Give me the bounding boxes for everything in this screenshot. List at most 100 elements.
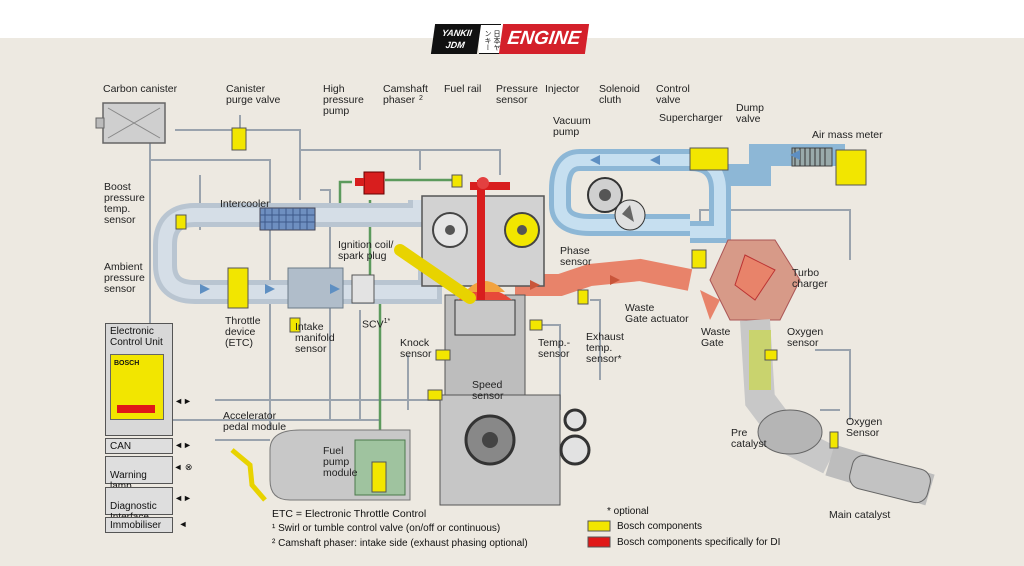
ecu-item-diagnostic-interface: Diagnostic Interface <box>105 487 173 523</box>
label-ignition-coil: Ignition coil/ spark plug <box>338 239 394 262</box>
label-vacuum-pump: Vacuum pump <box>553 115 591 138</box>
note-2: ² Camshaft phaser: intake side (exhaust … <box>272 538 528 549</box>
speed-sensor-icon <box>427 389 443 401</box>
label-waste-gate-actuator: Waste Gate actuator <box>625 302 689 325</box>
label-boost-pressure-temp-sensor: Boost pressure temp. sensor <box>104 181 145 226</box>
label-intake-manifold-sensor: Intake manifold sensor <box>295 321 335 355</box>
label-canister-purge-valve: Canister purge valve <box>226 83 281 106</box>
legend-swatch-bosch-di <box>587 536 611 548</box>
label-exhaust-temp-sensor: Exhaust temp. sensor* <box>586 331 624 365</box>
label-temp-sensor: Temp.- sensor <box>538 337 571 360</box>
waste-gate-actuator-icon <box>691 249 707 269</box>
accelerator-pedal <box>230 448 267 502</box>
immobiliser-arrow: ◄ <box>178 519 188 529</box>
boost-air-path-inner <box>554 154 726 238</box>
label-main-catalyst: Main catalyst <box>829 509 891 521</box>
ecu-box-graphic: BOSCH <box>110 354 164 420</box>
label-pressure-sensor: Pressure sensor <box>496 83 539 106</box>
label-fuel-pump-module: Fuel pump module <box>323 445 358 479</box>
bosch-sensors <box>175 127 839 449</box>
fuel-rail <box>470 177 510 300</box>
canister-purge-valve-icon <box>231 127 247 151</box>
ecu-brand: BOSCH <box>114 360 140 367</box>
carbon-canister <box>95 102 166 144</box>
legend-swatch-bosch <box>587 520 611 532</box>
temp-sensor-icon <box>529 319 543 331</box>
supercharger <box>587 177 646 231</box>
label-speed-sensor: Speed sensor <box>472 379 504 402</box>
ignition-coil <box>394 244 476 304</box>
label-scv: SCV1* <box>362 316 390 331</box>
label-pre-catalyst: Pre catalyst <box>731 427 767 450</box>
ecu-item-label: Warning lamp <box>110 470 147 492</box>
exhaust-temp-sensor-icon <box>577 289 589 305</box>
ecu-arrow: ◄► <box>174 396 192 406</box>
note-optional: * optional <box>607 506 649 517</box>
label-supercharger: Supercharger <box>659 112 723 124</box>
label-phase-sensor: Phase sensor <box>560 245 592 268</box>
knock-sensor-icon <box>435 349 451 361</box>
label-high-pressure-pump: High pressure pump <box>323 83 364 117</box>
label-intercooler: Intercooler <box>220 198 270 210</box>
label-accelerator-pedal-module: Accelerator pedal module <box>223 410 287 433</box>
label-air-mass-meter: Air mass meter <box>812 129 883 141</box>
label-control-valve: Control valve <box>656 83 690 106</box>
ecu-di-chip <box>117 405 155 413</box>
label-solenoid-cluth: Solenoid cluth <box>599 83 640 106</box>
fuel-tank <box>269 429 411 501</box>
ecu-unit: Electronic Control Unit BOSCH <box>105 323 173 436</box>
label-scv-text: SCV <box>362 318 384 331</box>
label-turbo-charger: Turbo charger <box>792 267 828 290</box>
intake-pipe <box>153 200 442 304</box>
label-ambient-pressure-sensor: Ambient pressure sensor <box>104 261 145 295</box>
air-mass-meter <box>791 147 867 186</box>
label-oxygen-sensor-2: Oxygen Sensor <box>846 416 883 439</box>
boost-sensor-icon <box>175 214 187 230</box>
airflow-arrows <box>200 150 800 294</box>
label-knock-sensor: Knock sensor <box>400 337 432 360</box>
ecu-item-label: CAN <box>110 441 132 452</box>
ecu-title: Electronic Control Unit <box>110 326 163 348</box>
legend-bosch-components: Bosch components <box>617 521 703 532</box>
signal-wires <box>149 115 851 441</box>
legend-bosch-di: Bosch components specifically for DI <box>617 537 781 548</box>
throttle-device-icon <box>227 267 249 309</box>
oxygen-sensor-2-icon <box>829 431 839 449</box>
label-fuel-rail: Fuel rail <box>444 83 482 95</box>
label-waste-gate: Waste Gate <box>701 326 731 349</box>
pre-catalyst <box>757 409 823 455</box>
note-etc: ETC = Electronic Throttle Control <box>272 508 427 520</box>
warning-lamp-arrow: ◄ ⊗ <box>173 462 193 472</box>
engine-block <box>421 195 591 506</box>
intake-manifold-sensor-icon <box>289 317 301 333</box>
pressure-sensor-icon <box>451 174 463 188</box>
note-1: ¹ Swirl or tumble control valve (on/off … <box>272 523 501 534</box>
ecu-item-label: Immobiliser <box>110 520 162 531</box>
main-catalyst <box>849 454 931 504</box>
label-throttle-device: Throttle device (ETC) <box>225 315 261 349</box>
ecu-item-immobiliser: Immobiliser <box>105 517 173 533</box>
high-pressure-pump <box>355 171 385 195</box>
label-scv-sup: 1* <box>383 318 391 325</box>
label-injector: Injector <box>545 83 580 95</box>
exhaust-arrows <box>530 275 620 290</box>
can-arrow: ◄► <box>174 440 192 450</box>
oxygen-sensor-1-icon <box>764 349 778 361</box>
yankii-jdm-engine-logo: YANKII JDM 日本ヤンキー ENGINE <box>430 24 590 54</box>
ecu-item-warning-lamp: Warning lamp <box>105 456 173 492</box>
diagnostic-arrow: ◄► <box>174 493 192 503</box>
label-camshaft-phaser-sup: 2 <box>419 95 423 102</box>
label-camshaft-phaser-text: Camshaft phaser <box>383 83 428 106</box>
turbo-charger <box>700 239 801 321</box>
scv-valve <box>351 274 375 304</box>
label-carbon-canister: Carbon canister <box>103 83 178 95</box>
ecu-item-can: CAN <box>105 438 173 454</box>
dump-valve-icon <box>689 147 729 171</box>
label-dump-valve: Dump valve <box>736 102 765 125</box>
label-oxygen-sensor-1: Oxygen sensor <box>787 326 824 349</box>
logo-kanji: 日本ヤンキー <box>479 24 501 54</box>
intercooler <box>259 207 316 231</box>
